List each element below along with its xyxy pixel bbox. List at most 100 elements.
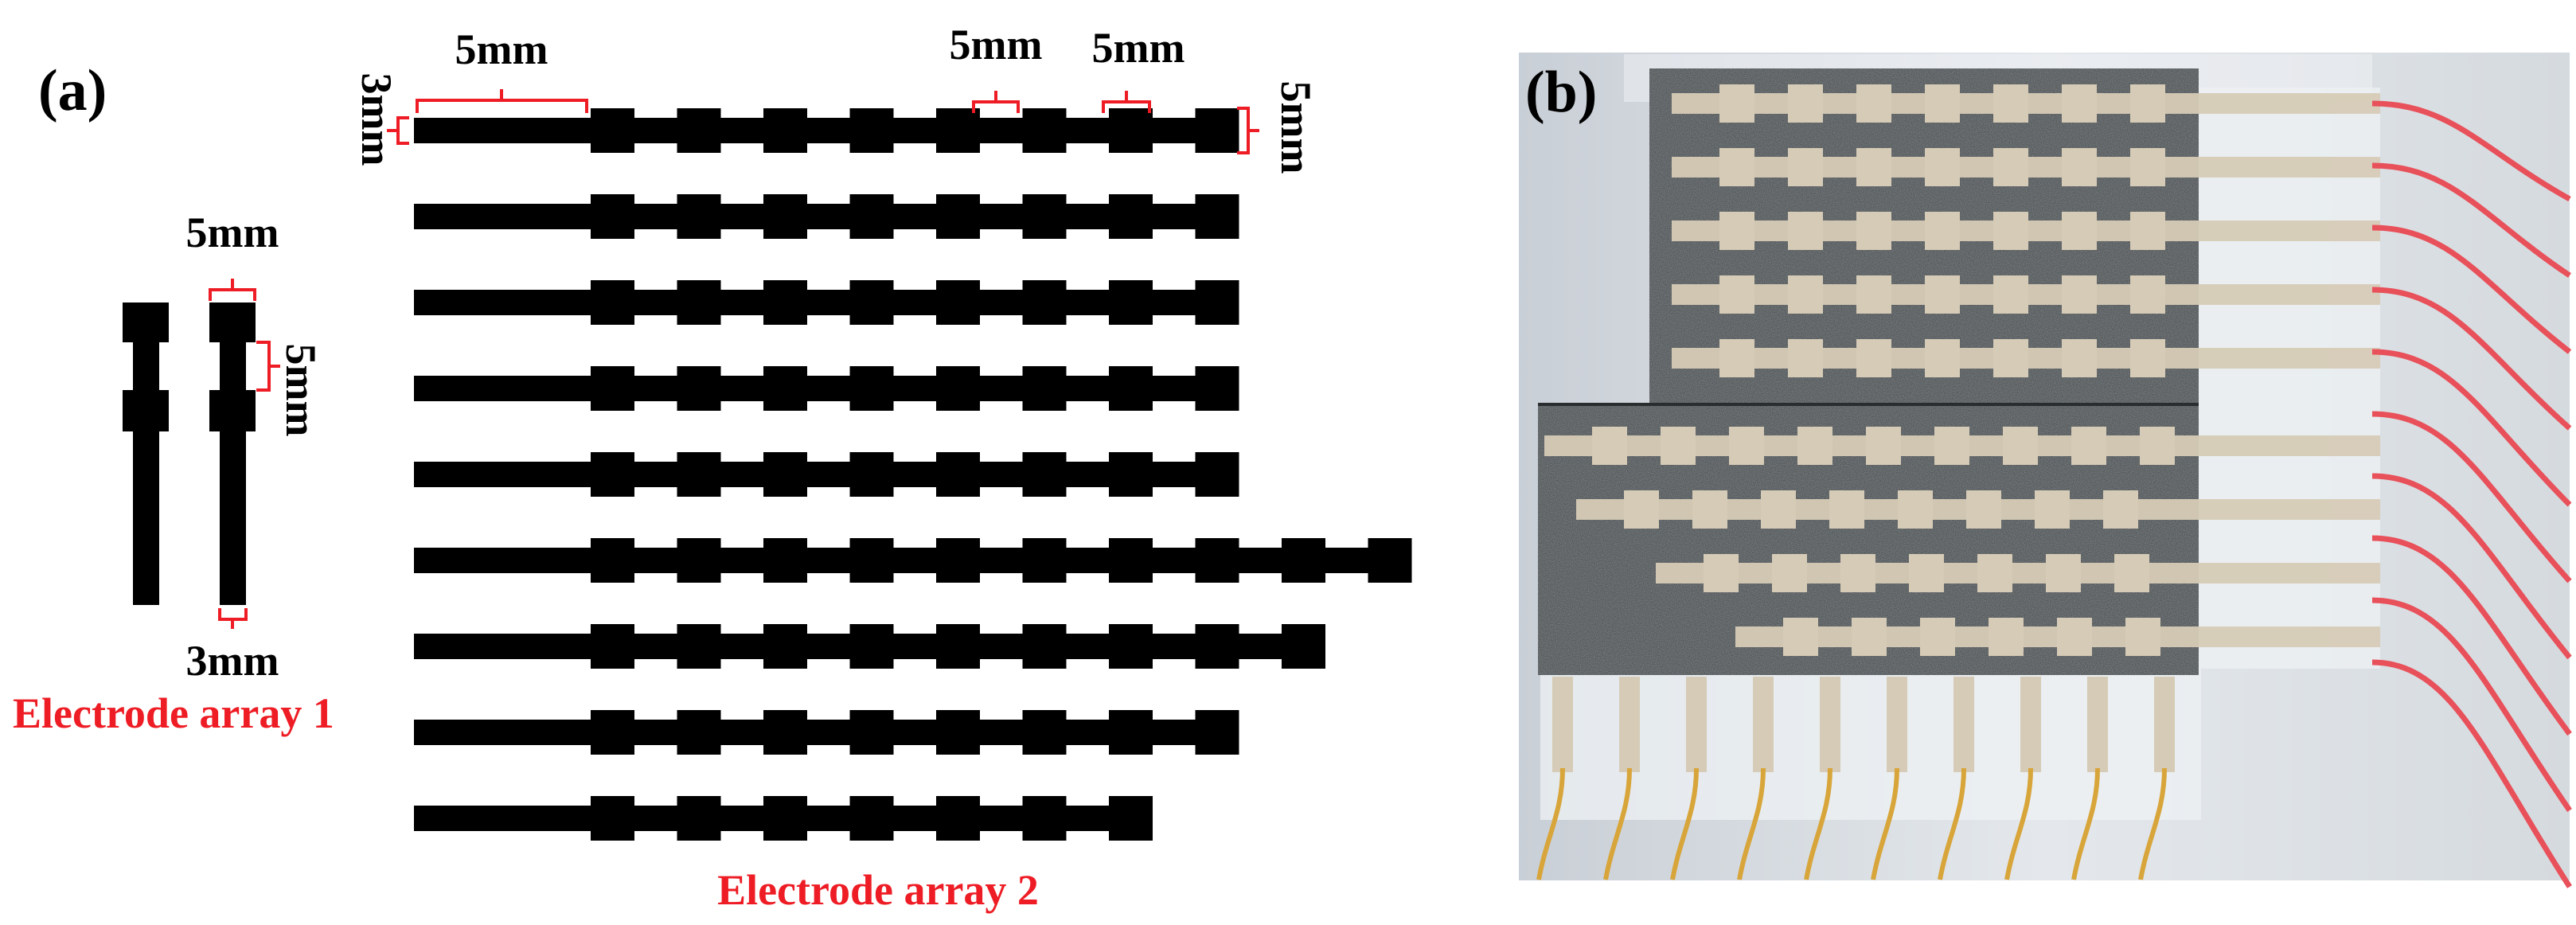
electrode-strip	[414, 366, 1239, 411]
red-wire	[2371, 224, 2572, 354]
dim-small-height: 5mm	[277, 344, 325, 437]
electrode-strip	[414, 796, 1153, 841]
yellow-wire	[1737, 767, 1766, 880]
electrode-strip	[414, 452, 1239, 497]
electrode-block	[936, 366, 980, 411]
electrode-block	[763, 280, 807, 325]
electrode-block	[1195, 108, 1239, 153]
panel-b: (b)	[1519, 53, 2572, 888]
electrode-block	[936, 280, 980, 325]
electrode-block	[849, 194, 894, 239]
electrode-block	[763, 796, 807, 841]
electrode-strip	[414, 624, 1325, 669]
electrode-block	[1195, 710, 1239, 755]
strip-body	[414, 290, 1239, 315]
electrode-block	[1195, 366, 1239, 411]
electrode-block	[591, 710, 634, 755]
strip-body	[414, 376, 1239, 401]
bottom-lead	[1619, 677, 1640, 772]
bottom-lead	[1887, 677, 1907, 772]
strip-body	[414, 720, 1239, 745]
electrode-block	[591, 796, 634, 841]
photo-trace	[1672, 339, 2380, 377]
electrode-block	[1109, 108, 1153, 153]
electrode-block	[849, 108, 894, 153]
photo-trace	[1672, 84, 2380, 123]
photo-trace	[1544, 427, 2380, 465]
photo-trace	[1656, 554, 2380, 592]
array1-label: Electrode array 1	[13, 689, 334, 737]
electrode-strip	[414, 538, 1412, 583]
electrode-block	[763, 538, 807, 583]
electrode-block	[1109, 366, 1153, 411]
electrode-strip	[414, 710, 1239, 755]
electrode-block	[849, 366, 894, 411]
bracket-top-lead	[416, 89, 588, 113]
electrode-block	[936, 796, 980, 841]
bottom-lead	[1953, 677, 1974, 772]
dim-top-lead: 5mm	[455, 25, 548, 73]
electrode-array-1	[123, 302, 256, 605]
bottom-lead	[1753, 677, 1774, 772]
bracket-small-height	[256, 341, 280, 392]
electrode-block	[763, 452, 807, 497]
electrode-block	[1195, 452, 1239, 497]
electrode-block	[1022, 710, 1067, 755]
strip-body	[414, 118, 1239, 143]
electrode-block	[936, 194, 980, 239]
photo-traces	[1544, 84, 2380, 772]
bracket-left-width	[387, 116, 409, 145]
electrode-block	[1195, 624, 1239, 669]
electrode-block	[763, 624, 807, 669]
photo-trace	[1672, 275, 2380, 314]
electrode-block	[849, 452, 894, 497]
electrode-block	[591, 366, 634, 411]
photo-wires	[1536, 100, 2572, 888]
electrode-block	[1022, 108, 1067, 153]
electrode-block	[591, 624, 634, 669]
electrode-block	[1195, 194, 1239, 239]
small-electrode-left	[123, 302, 169, 605]
electrode-block	[1022, 452, 1067, 497]
yellow-wire	[2138, 767, 2167, 880]
bottom-lead	[1552, 677, 1573, 772]
strip-body	[414, 204, 1239, 229]
array2-label: Electrode array 2	[717, 866, 1039, 914]
bottom-lead	[2154, 677, 2175, 772]
electrode-block	[1282, 624, 1325, 669]
electrode-block	[849, 796, 894, 841]
yellow-wire	[1603, 767, 1632, 880]
yellow-wire	[1871, 767, 1899, 880]
electrode-block	[936, 108, 980, 153]
electrode-block	[591, 108, 634, 153]
electrode-block	[1109, 538, 1153, 583]
bracket-small-width	[209, 279, 256, 301]
electrode-block	[763, 194, 807, 239]
electrode-block	[1109, 280, 1153, 325]
small-electrode-right	[209, 302, 256, 605]
electrode-block	[1022, 538, 1067, 583]
electrode-block	[936, 710, 980, 755]
electrode-block	[1368, 538, 1412, 583]
dimension-labels: 5mm 5mm 5mm 3mm 5mm 5mm 5mm 3mm	[186, 21, 1320, 685]
photo-trace	[1735, 618, 2380, 656]
electrode-block	[1022, 624, 1067, 669]
electrode-block	[677, 710, 721, 755]
electrode-block	[1022, 366, 1067, 411]
red-wire	[2371, 411, 2572, 583]
electrode-block	[1109, 710, 1153, 755]
electrode-strip	[414, 194, 1239, 239]
electrode-block	[1022, 796, 1067, 841]
electrode-block	[936, 452, 980, 497]
photo-trace	[1672, 148, 2380, 186]
electrode-block	[677, 280, 721, 325]
electrode-block	[677, 108, 721, 153]
bracket-small-bottom	[218, 608, 248, 629]
dim-small-bottom: 3mm	[186, 637, 279, 685]
photo-trace	[1672, 212, 2380, 250]
bracket-top-gap	[1102, 91, 1151, 113]
bottom-lead	[2087, 677, 2108, 772]
yellow-wire	[1804, 767, 1832, 880]
dimension-brackets	[209, 89, 1259, 629]
